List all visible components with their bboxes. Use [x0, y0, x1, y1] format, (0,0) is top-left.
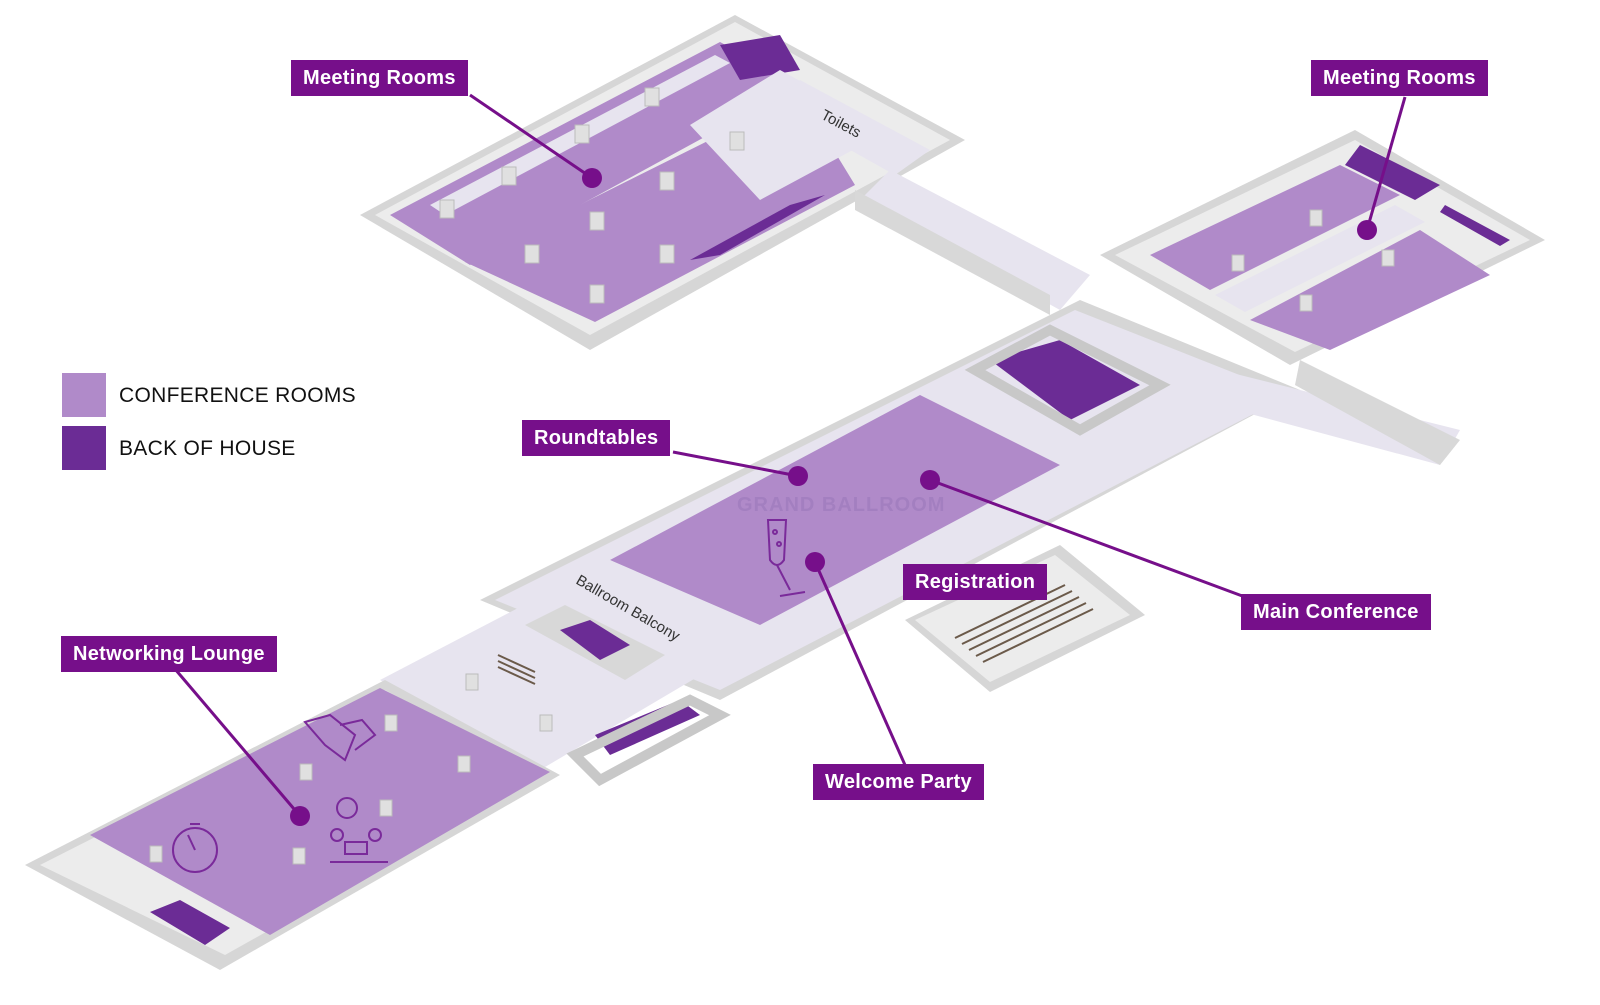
pillars-top-right — [1231, 209, 1395, 312]
grand-ballroom-label: GRAND BALLROOM — [737, 494, 945, 516]
callout-meeting-rooms-left[interactable]: Meeting Rooms — [291, 60, 468, 96]
callout-networking-lounge[interactable]: Networking Lounge — [61, 636, 277, 672]
legend-label-back-of-house: BACK OF HOUSE — [119, 437, 296, 460]
callout-main-conference[interactable]: Main Conference — [1241, 594, 1431, 630]
meeting-people-icon — [330, 797, 388, 863]
callout-markers — [290, 168, 1377, 826]
callout-roundtables[interactable]: Roundtables — [522, 420, 671, 456]
pillars-top-left — [439, 87, 745, 304]
corridor-top — [860, 170, 1090, 310]
pillars-lounge — [149, 673, 553, 865]
callout-leader-lines — [173, 93, 1407, 817]
grand-ballroom-floor — [610, 395, 1060, 625]
callout-welcome-party[interactable]: Welcome Party — [813, 764, 984, 800]
callout-meeting-rooms-right[interactable]: Meeting Rooms — [1311, 60, 1488, 96]
champagne-glass-icon — [766, 519, 806, 597]
handshake-icon — [303, 713, 377, 762]
corridor-right — [1180, 360, 1460, 465]
registration-stairs — [905, 545, 1145, 692]
callout-registration[interactable]: Registration — [903, 564, 1048, 600]
legend-label-conference: CONFERENCE ROOMS — [119, 384, 356, 407]
legend-swatch-back-of-house — [62, 426, 106, 470]
ballroom-balcony: Ballroom Balcony — [380, 560, 760, 787]
stopwatch-icon — [172, 823, 218, 873]
meeting-rooms-wing-right — [1100, 130, 1545, 365]
legend-swatch-conference — [62, 373, 106, 417]
